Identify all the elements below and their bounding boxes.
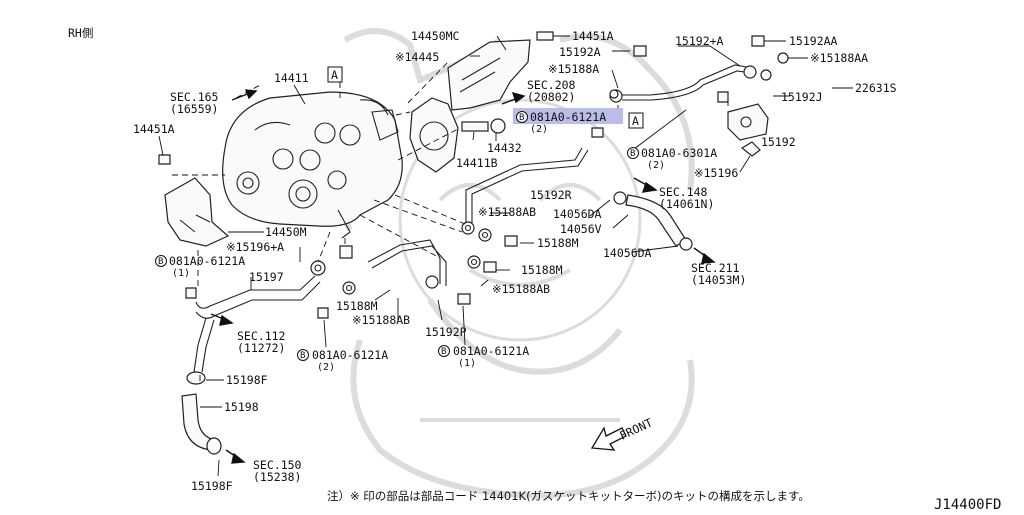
gasket-icon bbox=[310, 89, 619, 295]
watermark-emblem bbox=[324, 28, 695, 499]
part-label-14450mc: 14450MC bbox=[411, 29, 460, 43]
part-label-15192-plus-a: 15192+A bbox=[675, 34, 724, 48]
part-label-14432: 14432 bbox=[487, 141, 522, 155]
part-label-14451a: 14451A bbox=[572, 29, 614, 43]
dashed-assembly-lines bbox=[172, 59, 729, 385]
bolt-code-6301a: 081A0-6301A bbox=[641, 146, 717, 160]
leader-lines bbox=[158, 35, 853, 477]
bolt-code-6121a-2: 081A0-6121A bbox=[312, 348, 388, 362]
sec-150-label: SEC.150 bbox=[253, 458, 302, 472]
side-label: RH側 bbox=[68, 26, 93, 40]
part-label-15192: 15192 bbox=[761, 135, 796, 149]
bolt-qty-6121a-2: (2) bbox=[317, 362, 335, 373]
part-label-14451a-left: 14451A bbox=[133, 122, 175, 136]
part-label-15188m-a: 15188M bbox=[537, 236, 579, 250]
part-label-15198f-b: 15198F bbox=[191, 479, 233, 493]
pipe-15192p bbox=[367, 239, 447, 286]
bolt-code-highlighted: 081A0-6121A bbox=[530, 110, 606, 124]
part-label-15188aa: ※15188AA bbox=[810, 51, 868, 65]
front-arrow-icon bbox=[590, 426, 627, 451]
part-label-15198: 15198 bbox=[224, 400, 259, 414]
sec-112-number: (11272) bbox=[237, 341, 285, 355]
bolt-qty-6121a-1: (1) bbox=[172, 268, 190, 279]
part-label-15197: 15197 bbox=[249, 270, 284, 284]
part-label-15196-plus-a: ※15196+A bbox=[226, 240, 284, 254]
part-label-14450m: 14450M bbox=[265, 225, 307, 239]
gasket-14445 bbox=[409, 97, 459, 173]
sec-148-number: (14061N) bbox=[659, 197, 714, 211]
part-label-15198f-a: 15198F bbox=[226, 373, 268, 387]
part-label-22631s: 22631S bbox=[855, 81, 897, 95]
part-label-15188a: ※15188A bbox=[548, 62, 599, 76]
bolt-qty-6121a-3: (1) bbox=[458, 358, 476, 369]
ref-box-a: A A bbox=[327, 66, 644, 129]
front-label: FRONT bbox=[617, 415, 654, 442]
part-label-15188ab-b: ※15188AB bbox=[492, 282, 550, 296]
sec-208-number: (20802) bbox=[527, 90, 575, 104]
bolt-code-6121a-1: 081A0-6121A bbox=[169, 254, 245, 268]
part-label-14056da-b: 14056DA bbox=[603, 246, 652, 260]
oil-pipe-15192a bbox=[620, 64, 753, 96]
bolt-code-6121a-3: 081A0-6121A bbox=[453, 344, 529, 358]
sec-211-label: SEC.211 bbox=[691, 261, 740, 275]
svg-text:B: B bbox=[519, 113, 524, 123]
nut-14432 bbox=[490, 118, 506, 134]
bolt-qty-highlighted: (2) bbox=[530, 124, 548, 135]
sec-112-label: SEC.112 bbox=[237, 329, 285, 343]
fitting-15192 bbox=[727, 103, 769, 141]
svg-text:B: B bbox=[158, 257, 163, 267]
svg-text:A: A bbox=[331, 68, 338, 82]
bolt-qty-6301a: (2) bbox=[647, 160, 665, 171]
part-label-15192r: 15192R bbox=[530, 188, 572, 202]
svg-text:B: B bbox=[441, 347, 446, 357]
part-label-15188ab-c: ※15188AB bbox=[352, 313, 410, 327]
arrow-icon bbox=[210, 89, 716, 464]
part-label-15192a: 15192A bbox=[559, 45, 601, 59]
svg-text:B: B bbox=[630, 149, 635, 159]
part-label-15196: ※15196 bbox=[694, 166, 738, 180]
part-label-14445: ※14445 bbox=[395, 50, 439, 64]
bolt-marker-b-icon bbox=[155, 111, 639, 361]
part-label-15188ab-a: ※15188AB bbox=[478, 205, 536, 219]
part-label-15188m-c: 15188M bbox=[336, 299, 378, 313]
part-label-14056v: 14056V bbox=[560, 222, 602, 236]
sec-150-number: (15238) bbox=[253, 470, 301, 484]
turbocharger-14411 bbox=[222, 91, 403, 239]
svg-text:B: B bbox=[300, 351, 305, 361]
svg-text:A: A bbox=[632, 114, 639, 128]
sec-208-label: SEC.208 bbox=[527, 78, 576, 92]
sec-148-label: SEC.148 bbox=[659, 185, 708, 199]
heat-shield-14450m bbox=[164, 177, 230, 247]
part-label-15192aa: 15192AA bbox=[789, 34, 838, 48]
sec-165-number: (16559) bbox=[170, 102, 218, 116]
bolt-icon bbox=[158, 31, 765, 319]
part-label-14411b: 14411B bbox=[456, 156, 498, 170]
sec-211-number: (14053M) bbox=[691, 273, 746, 287]
diagram-code: J14400FD bbox=[934, 497, 1001, 511]
kit-footnote: 注）※ 印の部品は部品コード 14401K(ガスケットキットターボ)のキットの構… bbox=[327, 489, 810, 503]
part-label-15192j: 15192J bbox=[781, 90, 823, 104]
part-label-15192p: 15192P bbox=[425, 325, 467, 339]
part-label-15188m-b: 15188M bbox=[521, 263, 563, 277]
stud-14411b bbox=[461, 121, 489, 132]
part-label-14411: 14411 bbox=[274, 71, 309, 85]
pipe-15197 bbox=[195, 275, 321, 319]
water-pipe-15192r bbox=[465, 147, 589, 232]
sec-165-label: SEC.165 bbox=[170, 90, 218, 104]
part-label-14056da-a: 14056DA bbox=[553, 207, 602, 221]
highlighted-callout bbox=[513, 108, 623, 124]
